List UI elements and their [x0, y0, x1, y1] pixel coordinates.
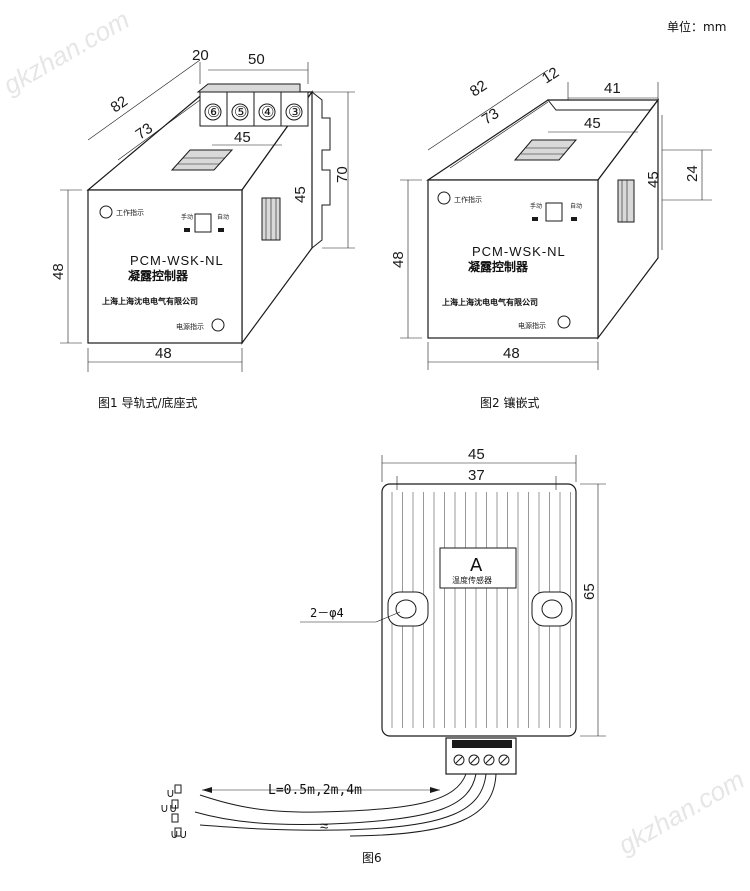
- fig6-terminal-screw: [483, 754, 495, 766]
- fig1-work-indicator-label: 工作指示: [116, 208, 144, 217]
- fig1-mode-switch: [194, 213, 212, 233]
- fig1-terminal-5: ⑤: [231, 103, 249, 121]
- fig6-dim-45: 45: [468, 446, 485, 463]
- fig1-manual-label: 手动: [181, 213, 193, 221]
- fig2-dim-12: 12: [539, 64, 562, 87]
- svg-text:∪: ∪: [166, 786, 175, 800]
- fig1-dim-48-height: 48: [50, 263, 67, 280]
- fig2-dim-45-side: 45: [645, 171, 662, 188]
- watermark-bottom-right: gkzhan.com: [613, 764, 749, 860]
- fig6-dim-37: 37: [468, 467, 485, 484]
- fig2-top-vent: [513, 139, 578, 161]
- fig1-auto-label: 自动: [217, 213, 229, 221]
- fig2-side-vent: [617, 179, 635, 223]
- fig2-power-indicator-label: 电源指示: [518, 321, 546, 330]
- fig1-dim-20: 20: [192, 47, 209, 64]
- fig1-company-name: 上海上海沈电电气有限公司: [102, 296, 198, 306]
- fig2-dim-45-top: 45: [584, 115, 601, 132]
- fig1-dim-48-width: 48: [155, 345, 172, 362]
- fig6-terminal-screws: [453, 754, 510, 766]
- fig6-label-name: 温度传感器: [452, 575, 492, 585]
- fig2-auto-label: 自动: [570, 202, 582, 210]
- fig1-dim-45-side: 45: [292, 186, 309, 203]
- fig2-dim-48-height: 48: [390, 251, 407, 268]
- fig1-terminal-4: ④: [258, 103, 276, 121]
- fig6-cable-length: L=0.5m,2m,4m: [268, 783, 362, 798]
- fig6-label-letter: A: [470, 555, 483, 576]
- fig1-terminal-3-label: ③: [288, 104, 301, 121]
- fig6-terminal-screw: [498, 754, 510, 766]
- fig1-power-indicator-label: 电源指示: [176, 322, 204, 331]
- fig1-product-name: 凝露控制器: [128, 268, 189, 283]
- fig2-mode-switch: [545, 202, 563, 222]
- fig2-company-name: 上海上海沈电电气有限公司: [442, 297, 538, 307]
- fig2-dim-73: 73: [479, 105, 502, 128]
- fig2-dim-41: 41: [604, 80, 621, 97]
- fig1-top-vent: [170, 149, 234, 171]
- fig2-work-indicator-label: 工作指示: [454, 195, 482, 204]
- fig2-dim-24: 24: [684, 165, 701, 182]
- fig1-terminal-6-label: ⑥: [207, 104, 220, 121]
- fig1-front-face: [87, 189, 243, 344]
- fig1-dim-45-top: 45: [234, 129, 251, 146]
- fig1-caption: 图1 导轨式/底座式: [98, 395, 198, 410]
- fig1-dim-73: 73: [133, 120, 156, 143]
- fig6-hole-left: [395, 599, 417, 619]
- fig1-terminal-3: ③: [285, 103, 303, 121]
- fig6-mount-left: [387, 591, 429, 627]
- fig2-manual-label: 手动: [530, 202, 542, 210]
- fig2-product-name: 凝露控制器: [468, 259, 529, 274]
- fig2-front-face: [427, 179, 599, 339]
- fig1-work-indicator-lamp: [99, 205, 113, 219]
- fig1-power-indicator-lamp: [211, 318, 225, 332]
- fig6-cable-break: ≈: [320, 818, 328, 835]
- fig1-terminal-6: ⑥: [204, 103, 222, 121]
- svg-text:∪∪: ∪∪: [170, 827, 188, 841]
- fig6-hole-callout: 2－φ4: [310, 606, 344, 620]
- fig1-model-number: PCM-WSK-NL: [130, 253, 224, 268]
- fig6-label-plate: [439, 547, 517, 589]
- unit-label: 单位：mm: [667, 19, 726, 34]
- watermark-top-left: gkzhan.com: [0, 4, 134, 100]
- fig1-dim-82: 82: [108, 93, 131, 116]
- fig6-terminal-screw: [453, 754, 465, 766]
- fig6-mount-right: [531, 591, 573, 627]
- figure-1-rail-mount: ⑥ ⑤ ④ ③ 工作指示 手动 自动 PCM-WSK-NL 凝露控制器: [50, 47, 355, 410]
- fig1-terminal-5-label: ⑤: [234, 104, 247, 121]
- fig6-caption: 图6: [362, 851, 382, 865]
- figure-6-temperature-sensor: A 温度传感器 2－φ4 45 37 65 ≈: [160, 446, 606, 865]
- fig1-dim-70: 70: [334, 166, 351, 183]
- fig2-power-indicator-lamp: [557, 315, 571, 329]
- fig2-work-indicator-lamp: [437, 191, 451, 205]
- fig6-dim-65: 65: [581, 583, 598, 600]
- figure-2-panel-mount: 工作指示 手动 自动 PCM-WSK-NL 凝露控制器 上海上海沈电电气有限公司…: [390, 64, 712, 410]
- fig2-model-number: PCM-WSK-NL: [472, 244, 566, 259]
- fig6-hole-right: [541, 599, 563, 619]
- fig6-terminal-screw: [468, 754, 480, 766]
- fig2-dim-48-width: 48: [503, 345, 520, 362]
- fig2-caption: 图2 镶嵌式: [480, 395, 539, 410]
- fig2-dim-82: 82: [467, 77, 490, 100]
- fig1-dim-50: 50: [248, 51, 265, 68]
- fig6-cable-lugs: ∪ ∪∪ ∪∪: [160, 784, 188, 841]
- svg-text:∪∪: ∪∪: [160, 801, 178, 815]
- fig1-terminal-4-label: ④: [261, 104, 274, 121]
